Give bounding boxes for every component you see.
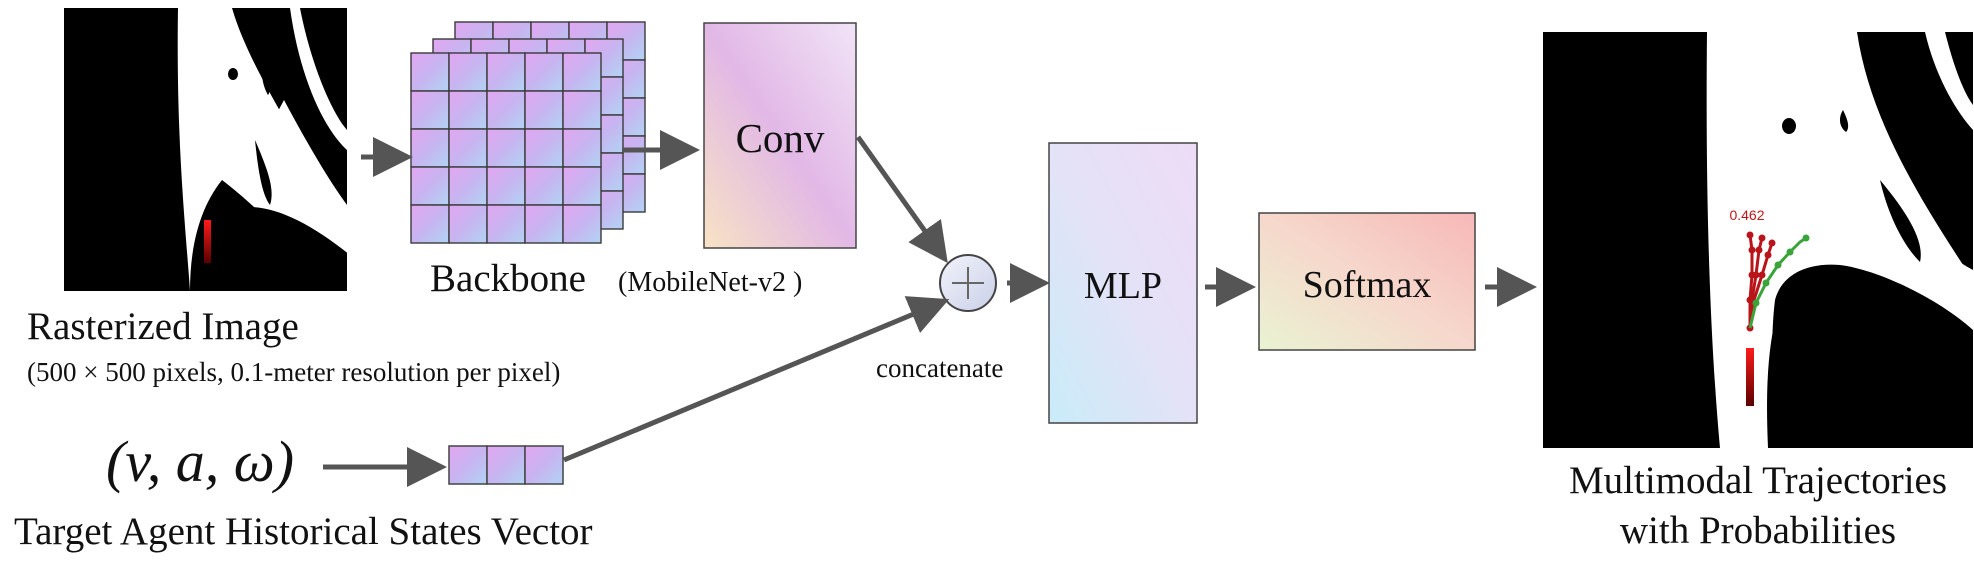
feature-map-cell [562,90,602,130]
feature-map-cell [524,166,564,206]
feature-map-cell [448,204,488,244]
feature-map-cell [410,204,450,244]
feature-map-cell [524,204,564,244]
concatenate-label: concatenate [876,353,1004,383]
backbone-model-label: (MobileNet-v2 ) [618,267,803,298]
softmax-block [1258,212,1476,351]
feature-map-cell [486,90,526,130]
feature-map-cell [486,166,526,206]
feature-map-cell [410,166,450,206]
feature-map-cell [410,128,450,168]
feature-map-cell [448,90,488,130]
softmax-label: Softmax [1303,264,1432,306]
state-vector-label: Target Agent Historical States Vector [14,510,593,553]
feature-map-cell [562,128,602,168]
feature-map-cell [524,128,564,168]
feature-map-cell [448,128,488,168]
feature-map-cell [448,52,488,92]
input-image-title: Rasterized Image [27,305,299,348]
feature-map-layer [410,52,602,244]
conv-label: Conv [736,115,825,161]
state-vector-formula: (v, a, ω) [106,429,295,494]
input-raster-image [64,8,350,291]
backbone-label: Backbone [430,257,586,300]
feature-map-cell [486,52,526,92]
feature-map-cell [448,166,488,206]
feature-map-cell [562,204,602,244]
feature-map-cell [524,52,564,92]
backbone-feature-maps [410,21,646,244]
output-trajectory-image: 0.462 [1543,32,1973,448]
output-title-line1: Multimodal Trajectories [1568,459,1948,502]
feature-map-cell [410,90,450,130]
feature-map-cell [562,166,602,206]
feature-map-cell [410,52,450,92]
conv-block [703,22,857,249]
feature-map-cell [524,90,564,130]
input-image-subtitle: (500 × 500 pixels, 0.1-meter resolution … [27,357,561,387]
feature-map-cell [562,52,602,92]
mlp-block [1048,142,1198,424]
feature-map-cell [486,204,526,244]
mlp-label: MLP [1084,265,1162,307]
output-title-line2: with Probabilities [1619,509,1897,552]
feature-map-cell [486,128,526,168]
probability-label: 0.462 [1729,207,1764,223]
flow-arrows [323,130,1537,487]
state-vector-cells [448,445,564,485]
